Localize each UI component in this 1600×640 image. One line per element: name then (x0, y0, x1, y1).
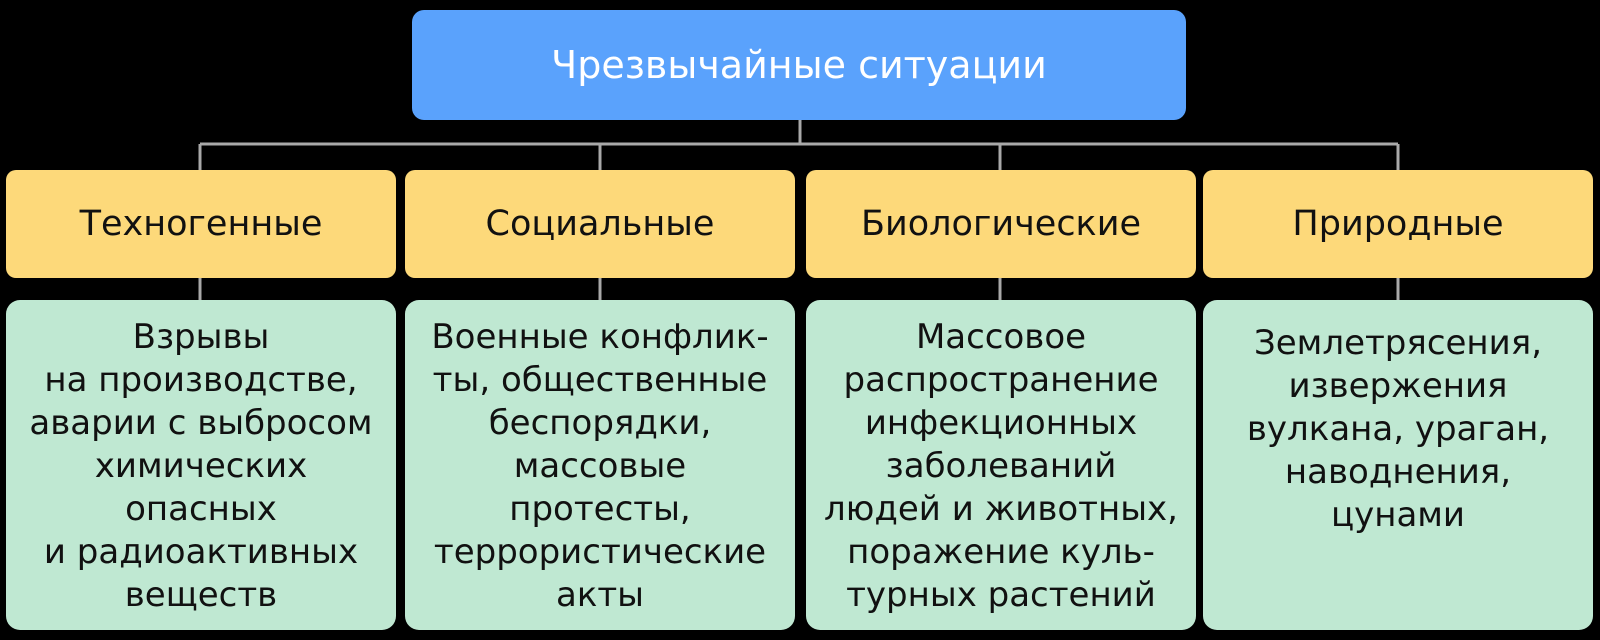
root-node: Чрезвычайные ситуации (412, 10, 1186, 120)
category-biological: Биологические (806, 170, 1196, 278)
category-label: Биологические (861, 204, 1141, 244)
description-natural: Землетрясения, извержения вулкана, урага… (1203, 300, 1593, 630)
description-text: Взрывы на производстве, аварии с выбросо… (29, 317, 373, 615)
description-text: Землетрясения, извержения вулкана, урага… (1246, 323, 1550, 535)
category-label: Техногенные (79, 204, 323, 244)
description-text: Военные конфлик- ты, общественные беспор… (431, 317, 769, 615)
description-biological: Массовое распространение инфекционных за… (806, 300, 1196, 630)
category-natural: Природные (1203, 170, 1593, 278)
category-label: Социальные (485, 204, 715, 244)
description-social: Военные конфлик- ты, общественные беспор… (405, 300, 795, 630)
category-technogenic: Техногенные (6, 170, 396, 278)
category-label: Природные (1292, 204, 1504, 244)
description-technogenic: Взрывы на производстве, аварии с выбросо… (6, 300, 396, 630)
category-social: Социальные (405, 170, 795, 278)
description-text: Массовое распространение инфекционных за… (824, 317, 1178, 615)
root-label: Чрезвычайные ситуации (551, 43, 1047, 87)
